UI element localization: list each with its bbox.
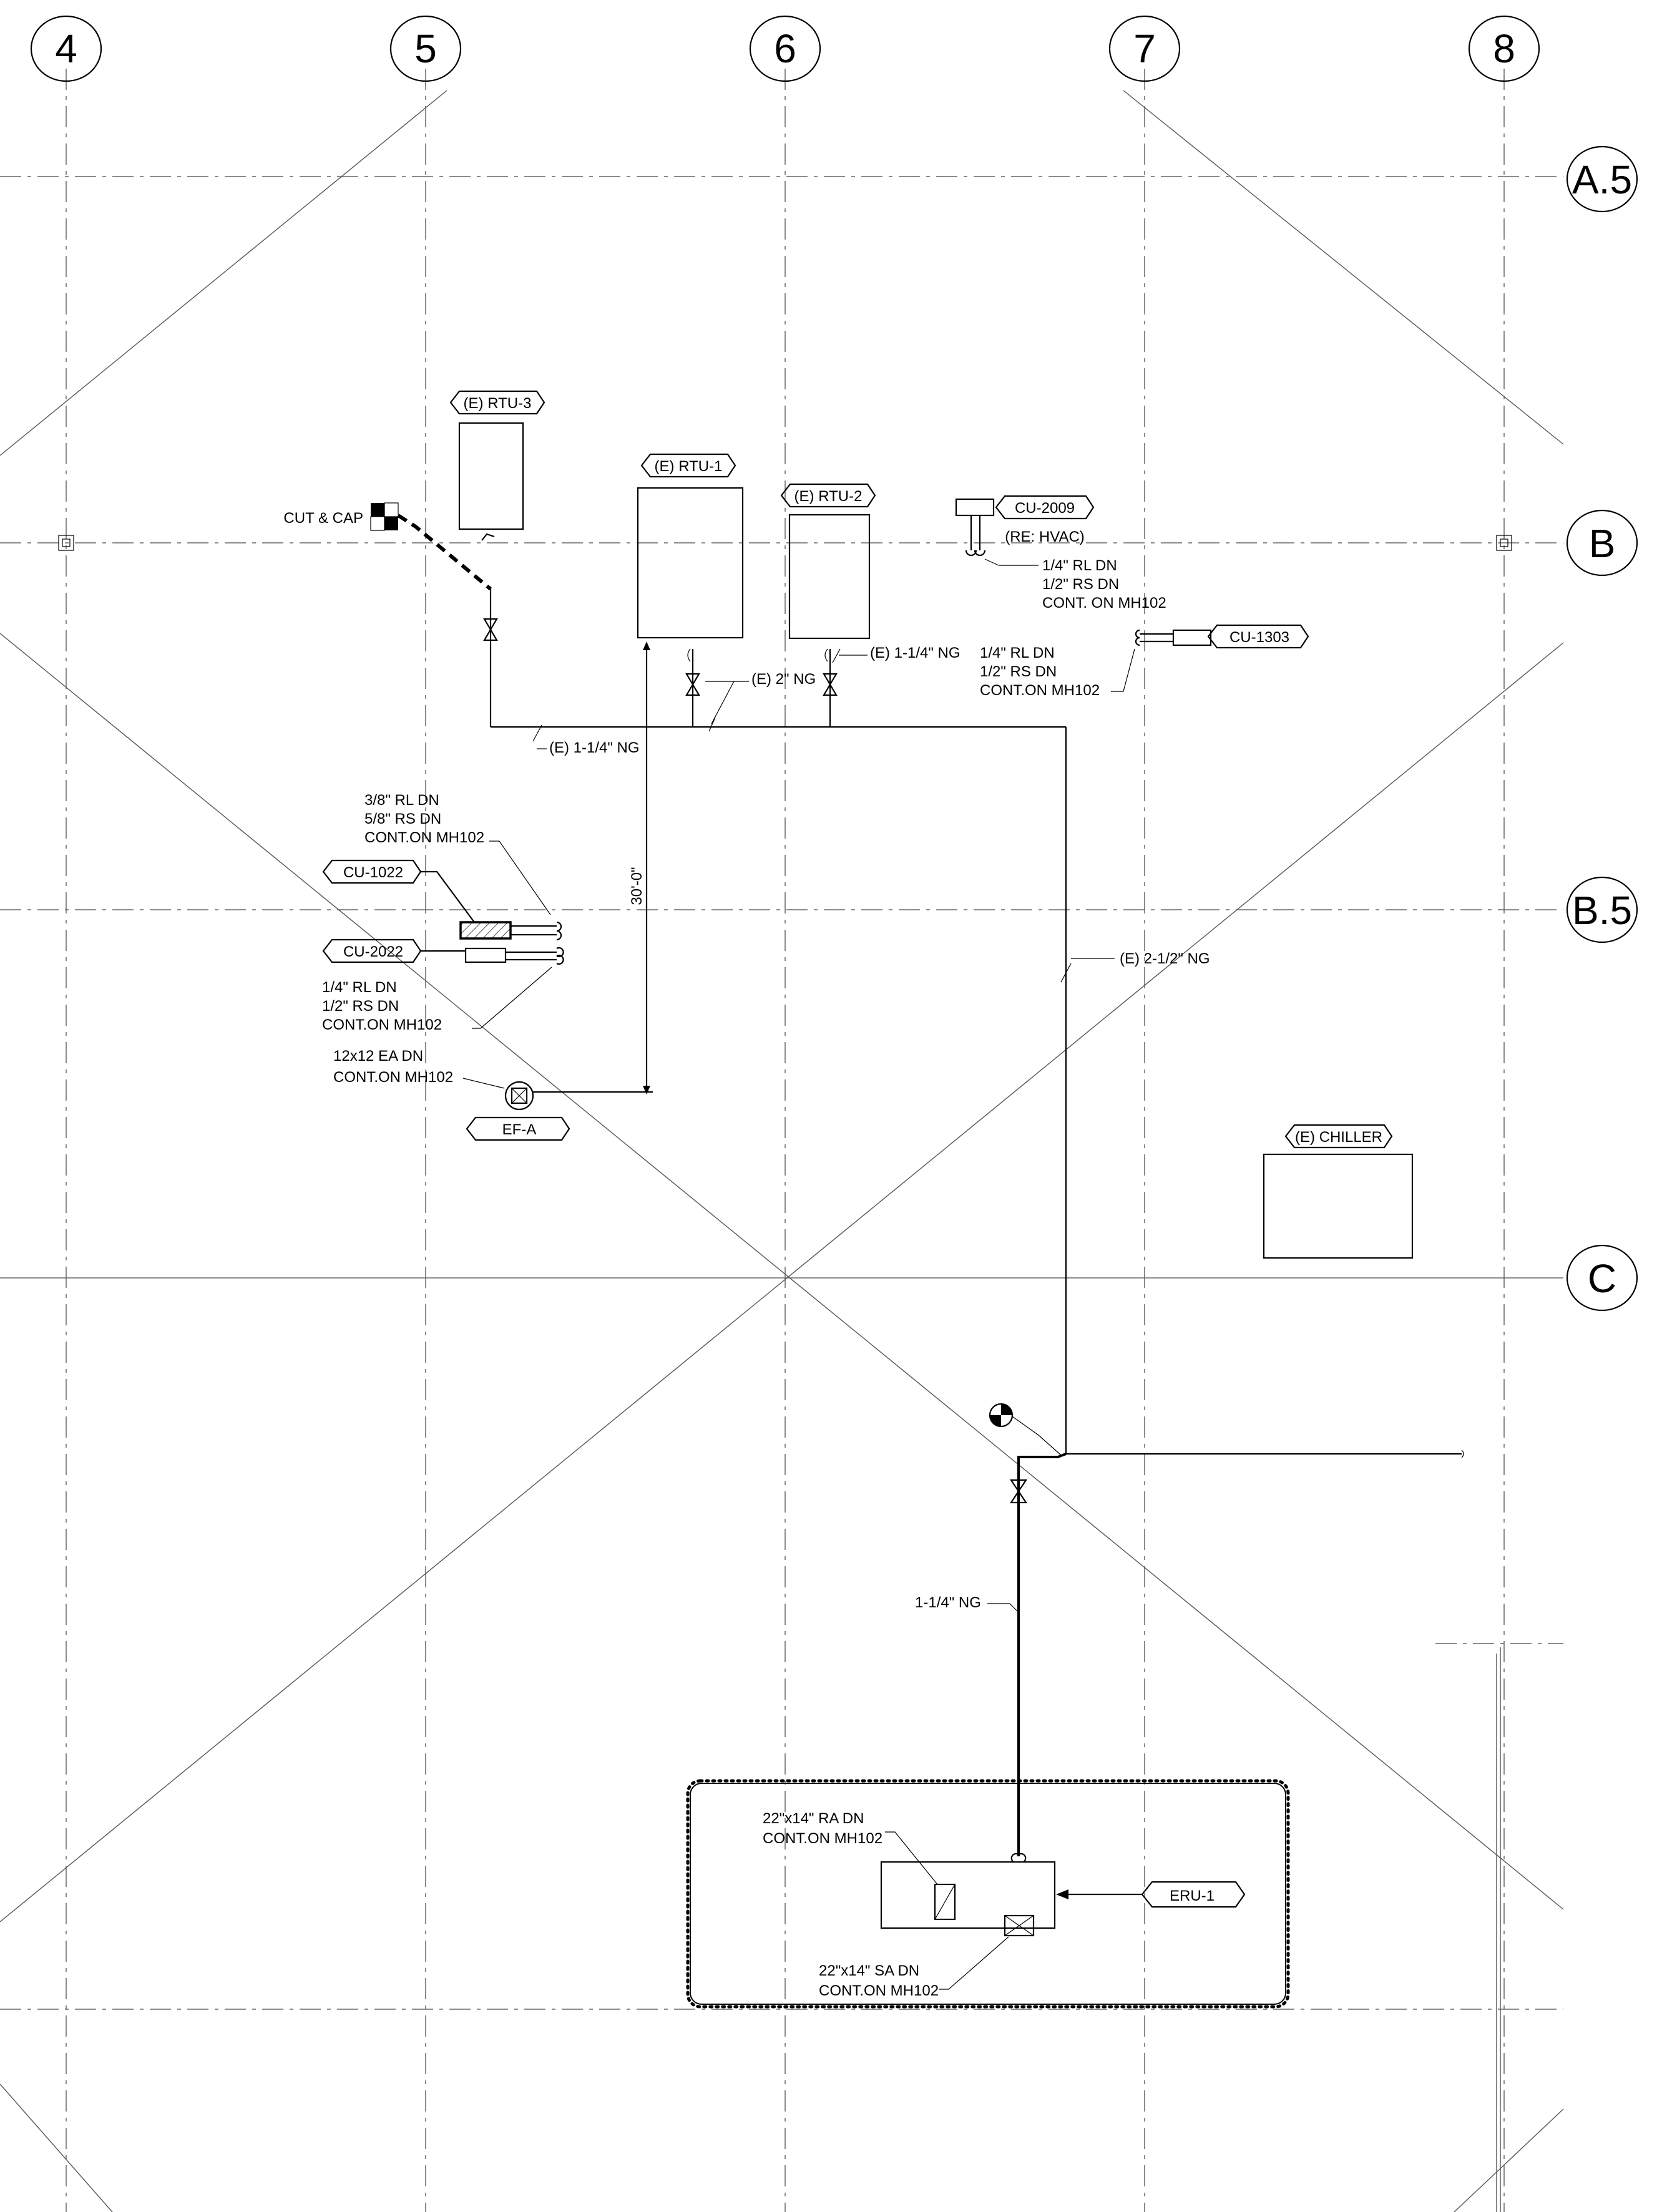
cu-2022-unit <box>464 947 507 963</box>
svg-text:CONT.ON MH102: CONT.ON MH102 <box>322 1016 442 1033</box>
grid-marker <box>1496 535 1512 551</box>
ng-eru-label: 1-1/4" NG <box>915 1594 981 1611</box>
gas-meter-symbol <box>989 1403 1062 1456</box>
column-bubbles: 4 5 6 7 8 <box>30 15 1540 82</box>
rtu-1-unit <box>637 487 744 639</box>
cu-2022-notes: 1/4" RL DN 1/2" RS DN CONT.ON MH102 <box>322 979 442 1033</box>
eru-1-unit <box>880 1861 1056 1929</box>
ng-rtu2-label: (E) 1-1/4" NG <box>870 645 961 661</box>
revision-cloud <box>686 1779 1290 2009</box>
tag-rtu-2: (E) RTU-2 <box>780 483 876 508</box>
ef-a-fan <box>504 1081 534 1111</box>
grid-marker <box>58 535 74 551</box>
grid-bubble-8: 8 <box>1493 26 1515 71</box>
grid-lines <box>0 69 1563 2212</box>
svg-text:CONT.ON MH102: CONT.ON MH102 <box>333 1069 453 1086</box>
tag-chiller: (E) CHILLER <box>1284 1124 1393 1149</box>
cu-1022-unit <box>459 921 512 940</box>
grid-bubble-6: 6 <box>774 26 796 71</box>
eru-1-sa-opening <box>1004 1914 1035 1937</box>
tag-cu-2009-text: CU-2009 <box>1015 500 1075 517</box>
dimension-label: 30'-0" <box>628 867 645 905</box>
tag-cu-2022-text: CU-2022 <box>343 943 403 960</box>
svg-text:1/4" RL DN: 1/4" RL DN <box>980 645 1055 661</box>
tag-ef-a-text: EF-A <box>502 1121 537 1138</box>
svg-text:CONT.ON MH102: CONT.ON MH102 <box>364 829 484 846</box>
svg-text:CONT. ON MH102: CONT. ON MH102 <box>1042 595 1166 611</box>
tag-rtu-3: (E) RTU-3 <box>449 390 545 415</box>
tag-cu-1022-text: CU-1022 <box>343 864 403 881</box>
svg-text:CONT.ON MH102: CONT.ON MH102 <box>980 682 1100 699</box>
eru-1-ra-opening <box>934 1883 956 1921</box>
re-hvac-label: (RE: HVAC) <box>1005 529 1085 545</box>
tag-chiller-text: (E) CHILLER <box>1295 1129 1382 1146</box>
chiller-unit <box>1263 1153 1414 1259</box>
cu-1022-notes: 3/8" RL DN 5/8" RS DN CONT.ON MH102 <box>364 792 484 846</box>
cut-and-cap-pipe <box>397 514 492 591</box>
grid-bubble-5: 5 <box>414 26 437 71</box>
grid-bubble-b5: B.5 <box>1572 888 1632 933</box>
grid-marker <box>1500 538 1508 547</box>
rtu-2-unit <box>788 514 871 640</box>
gas-piping <box>483 587 1464 1856</box>
tag-rtu-3-text: (E) RTU-3 <box>464 395 532 412</box>
ng-riser-label: (E) 2-1/2" NG <box>1120 950 1210 967</box>
svg-text:1/2" RS DN: 1/2" RS DN <box>322 998 399 1015</box>
cut-cap-symbol <box>370 502 399 531</box>
svg-text:3/8" RL DN: 3/8" RL DN <box>364 792 439 809</box>
tag-cu-1022: CU-1022 <box>322 859 422 884</box>
diagonal-bracing-lines <box>0 90 1564 2212</box>
grid-bubble-a5: A.5 <box>1572 157 1632 202</box>
grid-bubble-4: 4 <box>55 26 77 71</box>
svg-text:1/2" RS DN: 1/2" RS DN <box>1042 576 1119 593</box>
tag-eru-1: ERU-1 <box>1141 1881 1246 1908</box>
svg-text:12x12 EA DN: 12x12 EA DN <box>333 1048 423 1065</box>
tag-cu-1303: CU-1303 <box>1207 624 1309 649</box>
dimension-30ft: 30'-0" <box>628 641 653 1094</box>
row-bubbles: A.5 B B.5 C <box>1566 145 1638 1312</box>
svg-text:1/4" RL DN: 1/4" RL DN <box>322 979 397 996</box>
svg-text:CONT.ON MH102: CONT.ON MH102 <box>819 1982 939 1999</box>
tag-rtu-1: (E) RTU-1 <box>640 453 736 478</box>
grid-bubble-b: B <box>1589 521 1616 566</box>
svg-text:22"x14" RA DN: 22"x14" RA DN <box>763 1810 864 1827</box>
tag-ef-a: EF-A <box>466 1116 570 1141</box>
cu-1303-notes: 1/4" RL DN 1/2" RS DN CONT.ON MH102 <box>980 645 1100 699</box>
cu-2009-unit <box>955 498 995 517</box>
svg-text:5/8" RS DN: 5/8" RS DN <box>364 811 441 827</box>
svg-text:1/2" RS DN: 1/2" RS DN <box>980 663 1057 680</box>
cu-2009-notes: 1/4" RL DN 1/2" RS DN CONT. ON MH102 <box>1042 557 1166 611</box>
revision-cloud-inner <box>690 1783 1286 2005</box>
svg-text:22"x14" SA DN: 22"x14" SA DN <box>819 1962 919 1979</box>
svg-text:1/4" RL DN: 1/4" RL DN <box>1042 557 1117 574</box>
eru-ra-notes: 22"x14" RA DN CONT.ON MH102 <box>763 1810 882 1847</box>
tag-cu-1303-text: CU-1303 <box>1229 629 1289 646</box>
ef-a-notes: 12x12 EA DN CONT.ON MH102 <box>333 1048 453 1086</box>
cut-cap-label: CUT & CAP <box>283 510 363 527</box>
grid-marker <box>62 538 71 547</box>
cut-cap-hook <box>481 533 495 541</box>
rtu-3-unit <box>458 422 524 530</box>
tag-rtu-2-text: (E) RTU-2 <box>794 488 863 505</box>
tag-cu-2009: CU-2009 <box>995 495 1095 520</box>
tag-rtu-1-text: (E) RTU-1 <box>655 458 723 475</box>
grid-bubble-c: C <box>1588 1256 1616 1301</box>
ng-main-label: (E) 1-1/4" NG <box>549 739 640 756</box>
tag-eru-1-text: ERU-1 <box>1170 1888 1215 1904</box>
ng-2in-label: (E) 2" NG <box>751 671 816 688</box>
tag-cu-2022: CU-2022 <box>322 938 422 963</box>
grid-bubble-7: 7 <box>1133 26 1156 71</box>
eru-sa-notes: 22"x14" SA DN CONT.ON MH102 <box>819 1962 939 1999</box>
svg-text:CONT.ON MH102: CONT.ON MH102 <box>763 1830 882 1847</box>
cu-1303-unit <box>1172 629 1212 646</box>
